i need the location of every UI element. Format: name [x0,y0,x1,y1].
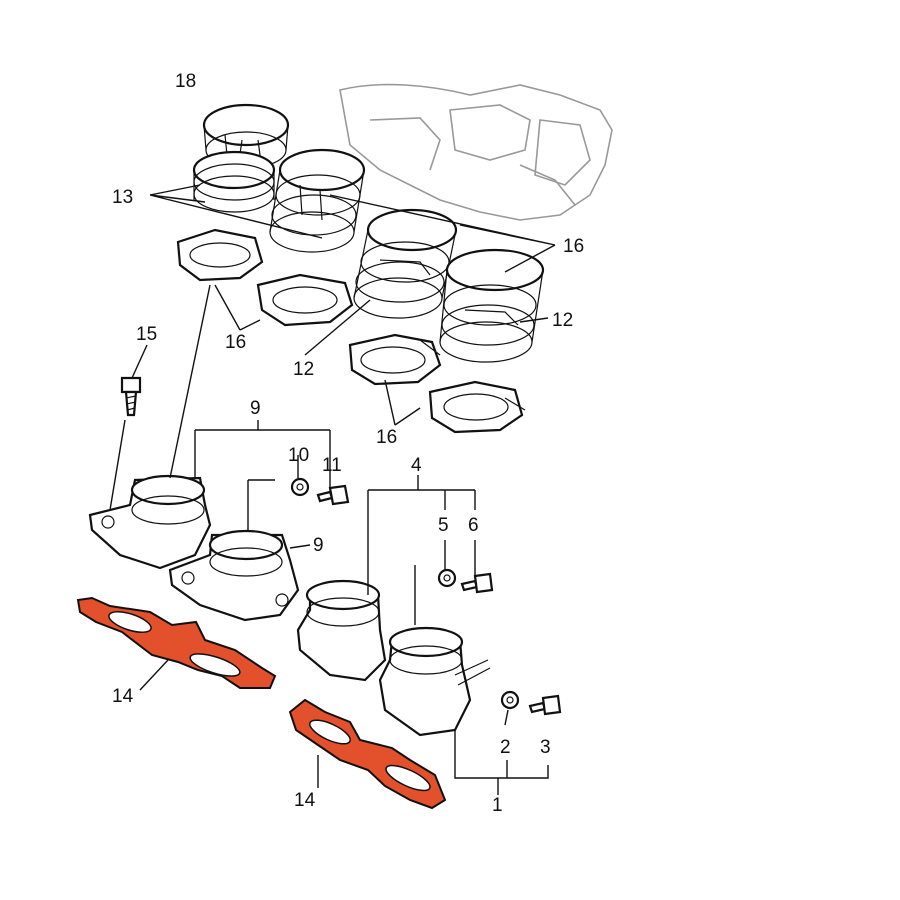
intake-pipe-9-right [168,529,300,622]
label-16-left: 16 [225,332,246,353]
clamp-16-lower [348,333,442,386]
label-3: 3 [540,737,551,758]
screw-6 [460,572,494,594]
gasket-14-lower [288,698,447,810]
intake-pipe-9-left [88,474,212,570]
washer-10 [290,477,310,497]
label-9-right: 9 [313,535,324,556]
clamp-18 [202,103,290,171]
label-2: 2 [500,737,511,758]
label-10: 10 [288,445,309,466]
label-16-top: 16 [563,236,584,257]
holder-12-right [439,248,545,363]
holder-13-right [269,148,366,253]
washer-5 [437,568,457,588]
label-11: 11 [322,455,342,476]
holder-12-center [353,208,458,319]
screw-11 [316,484,350,506]
label-4: 4 [411,455,422,476]
holder-13-left [192,150,276,213]
clamp-16-right [428,380,526,434]
clamp-16-left [176,228,264,282]
part-labels: 18 13 16 16 16 12 12 15 9 9 10 11 4 5 6 … [112,71,584,816]
label-14-upper: 14 [112,686,134,707]
label-1: 1 [492,795,503,816]
screw-15 [120,376,142,417]
label-12-right: 12 [552,310,573,331]
label-13: 13 [112,187,133,208]
gasket-14-upper [76,596,277,689]
intake-pipe-4-left [296,579,387,682]
label-6: 6 [468,515,479,536]
clamp-16-mid [256,273,354,327]
label-14-lower: 14 [294,790,316,811]
label-5: 5 [438,515,449,536]
washer-2 [500,690,520,710]
label-9-top: 9 [250,398,261,419]
screw-3 [528,694,562,716]
leader-lines [109,184,556,795]
engine-block-outline [339,83,613,221]
label-12-center: 12 [293,359,314,380]
label-18: 18 [175,71,196,92]
intake-pipe-4-right [378,626,491,737]
label-16-lower: 16 [376,427,397,448]
label-15: 15 [136,324,157,345]
